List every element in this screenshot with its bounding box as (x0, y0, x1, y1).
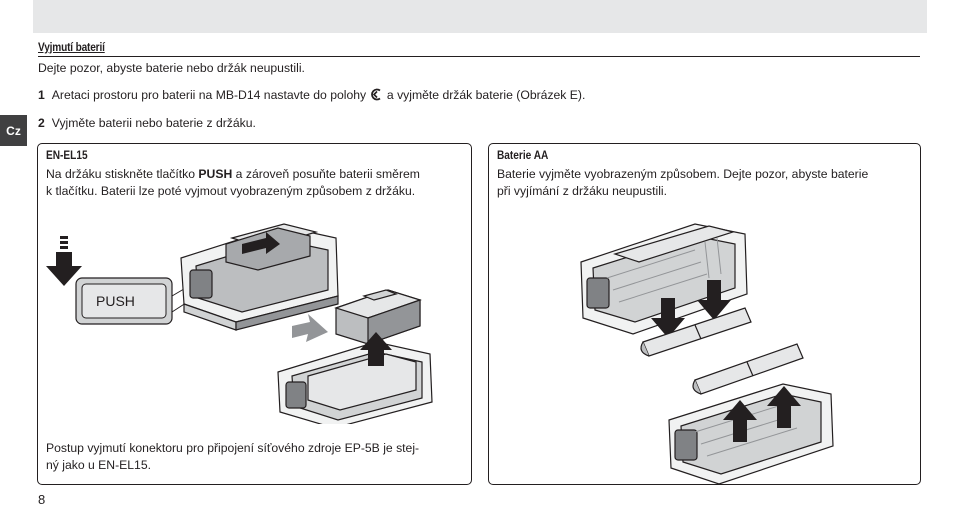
intro-text: Dejte pozor, abyste baterie nebo držák n… (38, 61, 305, 75)
battery-holder-lower (277, 332, 433, 424)
header-band (33, 0, 927, 33)
panel-baterie-aa-text: Baterie vyjměte vyobrazeným způsobem. De… (497, 166, 917, 200)
push-keyword: PUSH (198, 167, 233, 181)
line-1-post: a zároveň posuňte baterii směrem (232, 167, 420, 181)
language-tab: Cz (0, 115, 27, 146)
down-arrow-left (651, 298, 685, 338)
step-2-number: 2 (38, 116, 45, 130)
aa-battery-pair-falling (640, 307, 752, 357)
unlock-position-icon (370, 88, 381, 101)
page-number: 8 (38, 492, 46, 507)
en-el15-illustration: PUSH (46, 223, 433, 424)
panel-en-el15: EN-EL15 Na držáku stiskněte tlačítko PUS… (37, 143, 472, 485)
panel-en-el15-text: Na držáku stiskněte tlačítko PUSH a záro… (46, 166, 466, 200)
footnote-line-1: Postup vyjmutí konektoru pro připojení s… (46, 441, 420, 455)
down-arrow-right (697, 280, 731, 320)
panel-en-el15-line-1: Na držáku stiskněte tlačítko PUSH a záro… (46, 166, 466, 183)
panel-aa-line-2: při vyjímání z držáku neupustili. (497, 184, 668, 198)
step-2: 2 Vyjměte baterii nebo baterie z držáku. (38, 115, 256, 131)
section-rule (38, 56, 920, 57)
battery-holder-upper (180, 223, 339, 331)
panel-baterie-aa-title: Baterie AA (497, 150, 549, 162)
aa-holder-lower (668, 383, 834, 485)
step-2-text: Vyjměte baterii nebo baterie z držáku. (51, 116, 256, 130)
up-arrow-right (767, 386, 801, 428)
panel-en-el15-title: EN-EL15 (46, 150, 88, 162)
aa-battery-illustration (580, 223, 834, 485)
section-title: Vyjmutí baterií (38, 42, 105, 54)
step-1-text-after: a vyjměte držák baterie (Obrázek E). (386, 88, 586, 102)
step-1-number: 1 (38, 88, 45, 102)
panel-aa-line-1: Baterie vyjměte vyobrazeným způsobem. De… (497, 167, 869, 181)
up-arrow-left (723, 400, 757, 442)
push-button-callout: PUSH (46, 236, 207, 325)
panel-baterie-aa: Baterie AA Baterie vyjměte vyobrazeným z… (488, 143, 921, 485)
step-1: 1 Aretaci prostoru pro baterii na MB-D14 … (38, 87, 585, 103)
footnote-line-2: ný jako u EN-EL15. (46, 458, 152, 472)
panel-en-el15-footnote: Postup vyjmutí konektoru pro připojení s… (46, 440, 419, 474)
en-el15-battery (334, 289, 422, 345)
step-1-text-before: Aretaci prostoru pro baterii na MB-D14 n… (51, 88, 367, 102)
push-button-label: PUSH (96, 293, 135, 309)
line-1-pre: Na držáku stiskněte tlačítko (46, 167, 199, 181)
gray-direction-arrow (292, 314, 328, 342)
aa-battery-pair-rising (692, 343, 804, 395)
panel-en-el15-line-2: k tlačítku. Baterii lze poté vyjmout vyo… (46, 184, 416, 198)
